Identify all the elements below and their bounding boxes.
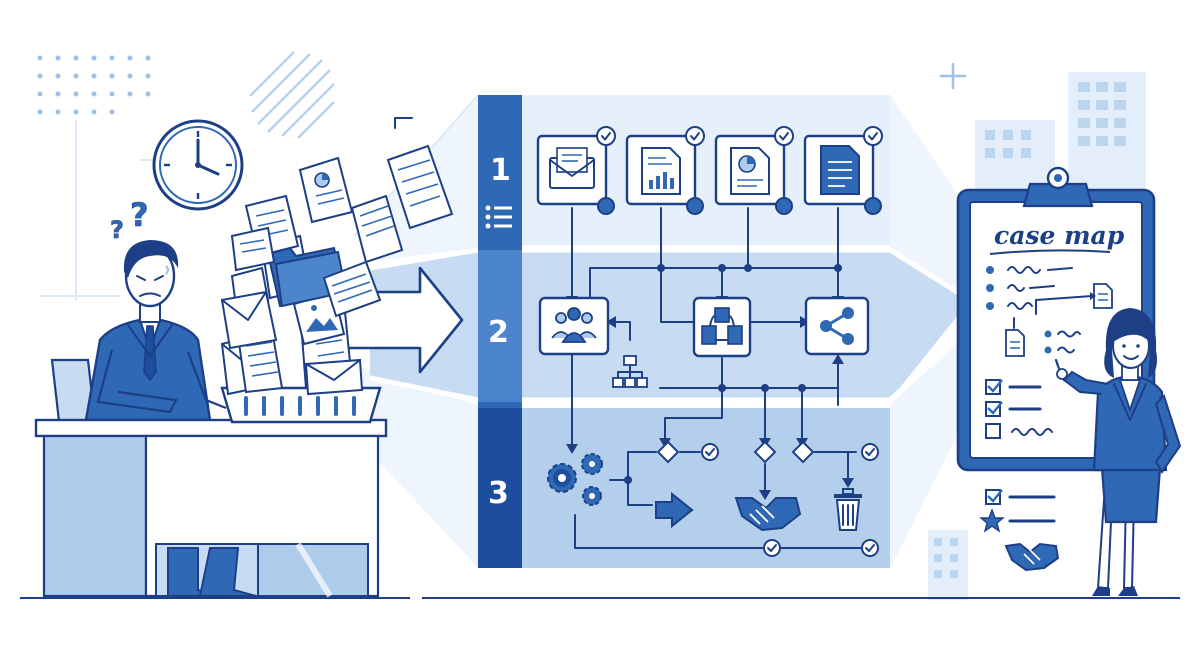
check-badge bbox=[763, 539, 781, 557]
decision-diamond bbox=[791, 440, 815, 464]
intake-card-report bbox=[625, 126, 705, 215]
outcome-icons bbox=[979, 489, 1060, 572]
decision-diamond bbox=[753, 440, 777, 464]
pie-chart-document-icon bbox=[298, 156, 354, 224]
intake-card-email bbox=[536, 126, 616, 215]
process-panel: 1 2 3 bbox=[369, 95, 972, 568]
case-map-sketch bbox=[986, 266, 1113, 357]
team-icon bbox=[551, 307, 597, 343]
checkmark-icon bbox=[868, 132, 878, 141]
left-scene: ? ? bbox=[20, 119, 454, 599]
checkmark-icon bbox=[987, 401, 1003, 415]
envelope-icon bbox=[549, 147, 595, 189]
check-badge bbox=[701, 443, 719, 461]
check-badge bbox=[861, 539, 879, 557]
gears-icon bbox=[547, 453, 603, 506]
sparkle-icon bbox=[939, 62, 967, 90]
checkmark-icon bbox=[865, 448, 875, 456]
question-mark-large: ? bbox=[130, 196, 149, 234]
clock-icon bbox=[152, 119, 244, 211]
intake-card-document bbox=[803, 126, 883, 215]
handshake-icon bbox=[734, 497, 802, 532]
checkmark-icon bbox=[779, 132, 789, 141]
text-document-icon bbox=[1093, 283, 1113, 309]
stressed-man bbox=[84, 240, 227, 422]
checkmark-icon bbox=[690, 132, 700, 141]
right-scene: case map bbox=[422, 166, 1182, 599]
decision-diamond bbox=[656, 440, 680, 464]
trash-icon bbox=[834, 488, 862, 531]
routing-node-team bbox=[538, 296, 610, 356]
stage-1-number: 1 bbox=[490, 153, 511, 188]
pie-chart-document-icon bbox=[730, 147, 770, 195]
clipboard-title: case map bbox=[994, 221, 1125, 250]
dot-grid bbox=[37, 55, 151, 115]
question-mark-small: ? bbox=[110, 216, 124, 244]
stage-3-band bbox=[478, 408, 890, 568]
text-document-icon bbox=[1005, 329, 1025, 357]
share-icon bbox=[820, 307, 854, 345]
clipboard-checklist bbox=[985, 379, 1053, 439]
checkmark-icon bbox=[705, 448, 715, 456]
arrow-right-icon bbox=[655, 491, 694, 529]
routing-node-share bbox=[804, 296, 870, 356]
checkmark-icon bbox=[865, 544, 875, 552]
text-document-icon bbox=[820, 145, 860, 195]
checkmark-icon bbox=[987, 489, 1003, 503]
hatched-circle bbox=[249, 51, 335, 139]
office-desk bbox=[34, 418, 388, 598]
stage-2-band bbox=[370, 250, 970, 400]
list-icon bbox=[485, 205, 512, 229]
hair bbox=[1104, 308, 1157, 378]
routing-node-departments bbox=[692, 296, 752, 358]
star-icon bbox=[979, 508, 1005, 533]
checkmark-icon bbox=[601, 132, 611, 141]
background-decor bbox=[37, 51, 1146, 600]
checkmark-icon bbox=[767, 544, 777, 552]
paper-pile bbox=[220, 144, 454, 396]
inbox-basket bbox=[220, 386, 382, 424]
presenting-woman bbox=[1054, 308, 1182, 596]
hair bbox=[123, 240, 179, 278]
buildings-icon bbox=[701, 307, 743, 345]
check-badge bbox=[861, 443, 879, 461]
intake-card-analytics bbox=[714, 126, 794, 215]
city-buildings bbox=[928, 72, 1146, 600]
handshake-icon bbox=[1004, 542, 1060, 572]
stage-3-number: 3 bbox=[488, 476, 509, 511]
checkmark-icon bbox=[987, 379, 1003, 393]
org-chart-icon bbox=[612, 355, 648, 388]
stage-2-number: 2 bbox=[488, 315, 509, 350]
bar-chart-document-icon bbox=[641, 147, 681, 195]
junction-dots bbox=[624, 264, 842, 484]
